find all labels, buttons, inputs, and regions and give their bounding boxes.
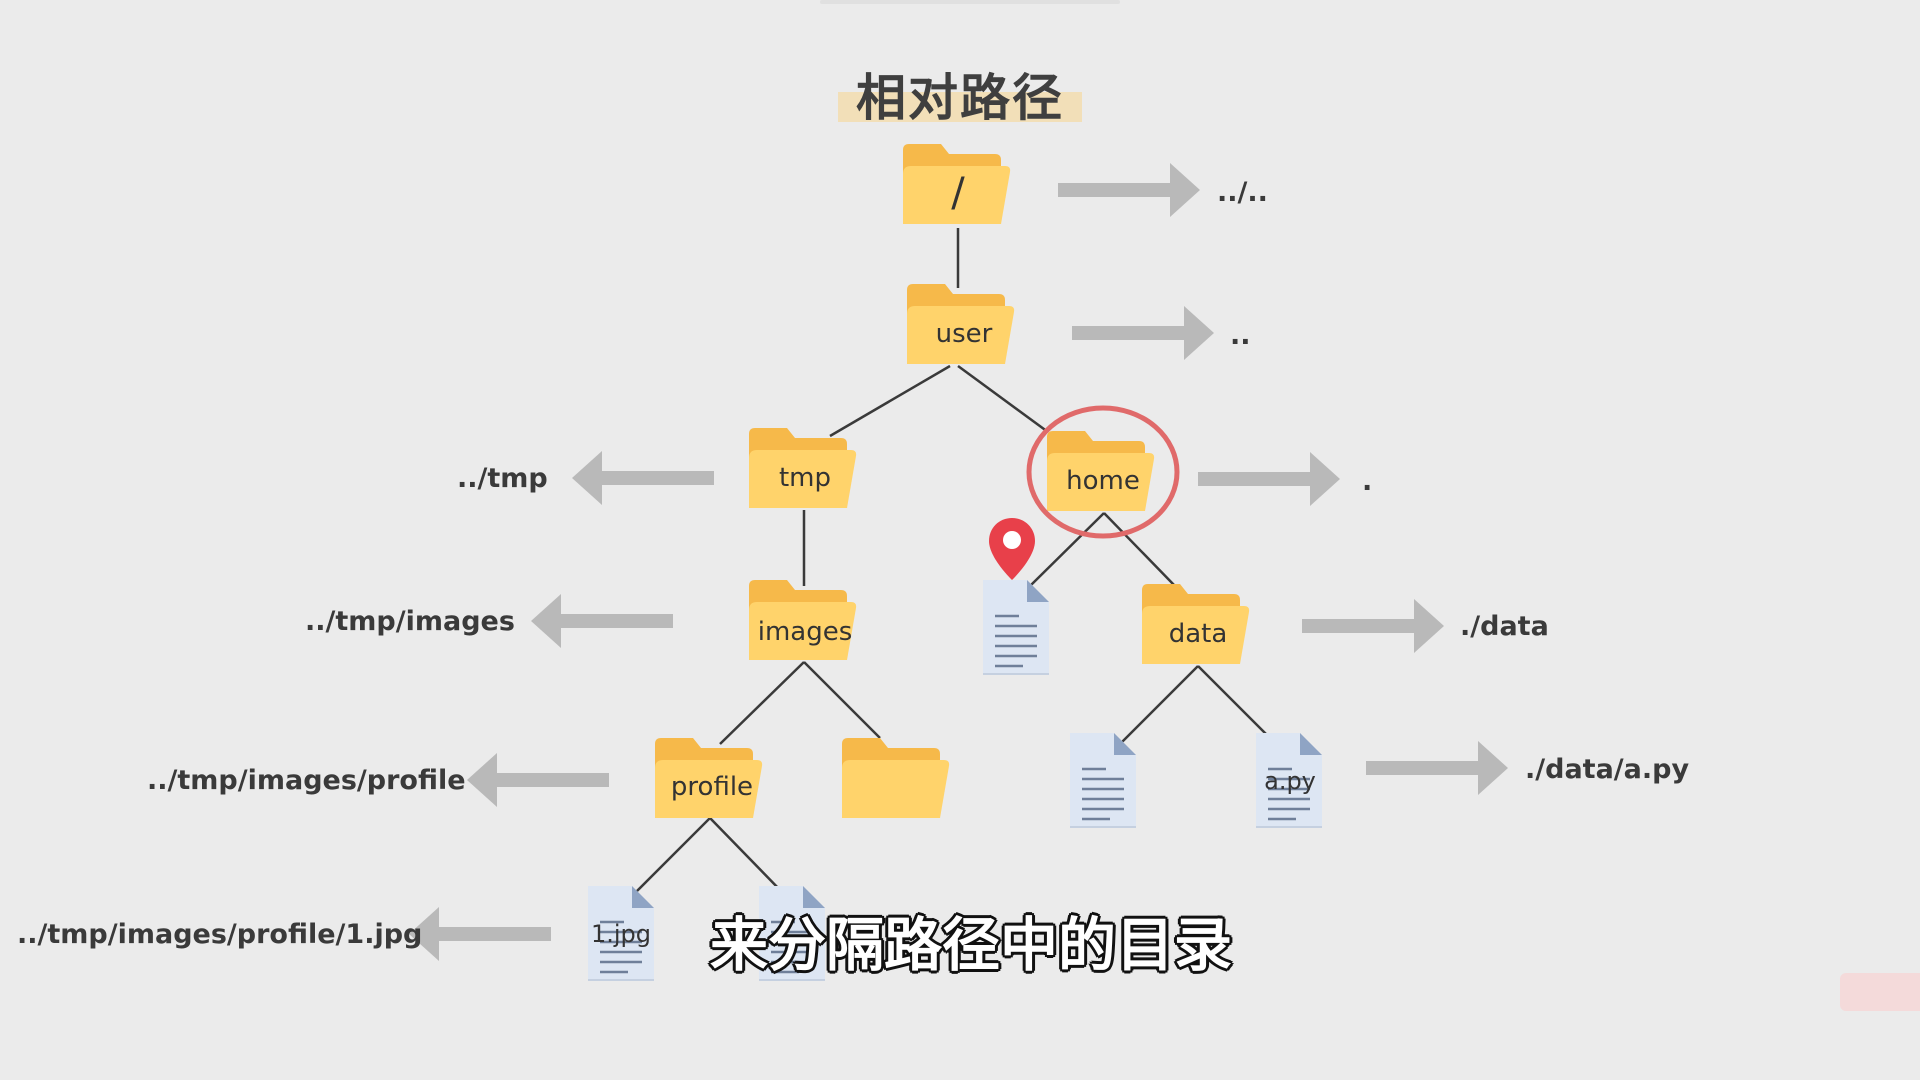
path-jpg: ../tmp/images/profile/1.jpg <box>17 919 423 950</box>
file-py-label: a.py <box>1264 767 1316 795</box>
arrow-data <box>1302 599 1444 653</box>
top-bar <box>820 0 1120 4</box>
path-data: ./data <box>1460 611 1549 642</box>
title-block: 相对路径 <box>838 58 1082 127</box>
file-home-icon[interactable] <box>981 578 1051 677</box>
path-root: ../.. <box>1217 177 1268 208</box>
arrow-root <box>1058 163 1200 217</box>
folder-data-label: data <box>1168 619 1228 649</box>
path-tmp: ../tmp <box>457 463 548 494</box>
arrow-home <box>1198 452 1340 506</box>
path-home: . <box>1362 466 1373 497</box>
path-user: .. <box>1230 320 1251 351</box>
path-profile: ../tmp/images/profile <box>147 765 466 796</box>
diagram-title: 相对路径 <box>856 69 1064 127</box>
folder-home-label: home <box>1066 466 1140 496</box>
folder-user-label: user <box>935 319 993 349</box>
folder-root-label: / <box>951 170 965 216</box>
location-pin-icon <box>989 518 1035 580</box>
arrow-tmp <box>572 451 714 505</box>
folder-unnamed-icon[interactable] <box>842 738 950 818</box>
path-images: ../tmp/images <box>305 606 515 637</box>
folder-tmp-label: tmp <box>778 463 832 493</box>
arrow-py <box>1366 741 1508 795</box>
file-jpg-label: 1.jpg <box>590 920 652 948</box>
folder-profile-label: profile <box>670 772 754 802</box>
title-highlight <box>838 92 1082 122</box>
current-dir-circle <box>1026 405 1180 539</box>
folder-images-label: images <box>757 617 853 647</box>
tree-connectors <box>631 228 1269 897</box>
path-py: ./data/a.py <box>1525 754 1690 785</box>
arrow-jpg <box>409 907 551 961</box>
arrow-user <box>1072 306 1214 360</box>
corner-translate-button[interactable] <box>1840 973 1920 1011</box>
arrow-images <box>531 594 673 648</box>
video-subtitle: 来分隔路径中的目录 <box>710 911 1233 979</box>
file-data-icon[interactable] <box>1068 731 1138 830</box>
arrow-profile <box>467 753 609 807</box>
